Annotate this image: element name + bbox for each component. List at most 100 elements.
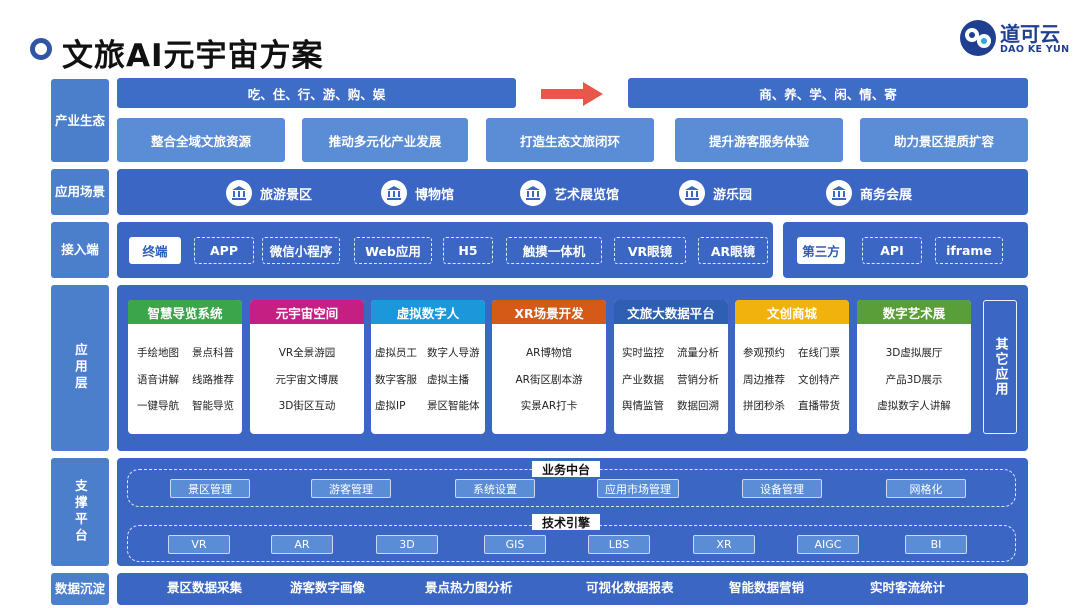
app-item: 文创特产 <box>798 374 840 386</box>
app-item: 数据回溯 <box>677 400 719 412</box>
logo-text-en: DAO KE YUN <box>1000 44 1070 55</box>
data-item: 智能数据营销 <box>729 580 805 595</box>
app-card: 文旅大数据平台 实时监控 流量分析 产业数据 营销分析 舆情监管 数据回溯 <box>614 300 728 434</box>
tech-chip: VR <box>168 535 230 554</box>
scene-item: 商务会展 <box>826 178 912 208</box>
scene-label: 商务会展 <box>860 187 913 203</box>
terminal-vr: VR眼镜 <box>614 237 686 264</box>
tech-chip: BI <box>905 535 967 554</box>
terminal-kiosk: 触摸一体机 <box>506 237 602 264</box>
app-item: 直播带货 <box>798 400 840 412</box>
page-title: 文旅AI元宇宙方案 <box>62 38 324 74</box>
business-chip: 网格化 <box>886 479 966 498</box>
terminal-mini-program: 微信小程序 <box>262 237 340 264</box>
app-item: 营销分析 <box>677 374 719 386</box>
app-item: 数字人导游 <box>427 347 480 359</box>
logo-text-cn: 道可云 <box>1000 22 1060 46</box>
ecology-left-bar: 吃、住、行、游、购、娱 <box>117 78 516 108</box>
museum-building-icon <box>826 180 852 206</box>
business-chip: 游客管理 <box>311 479 391 498</box>
tech-chip: 3D <box>376 535 438 554</box>
row-label-access: 接入端 <box>51 222 109 278</box>
app-item: 景点科普 <box>192 347 234 359</box>
data-item: 实时客流统计 <box>870 580 946 595</box>
row-label-ecology: 产业生态 <box>51 79 109 162</box>
business-chip: 系统设置 <box>455 479 535 498</box>
app-card-title: 文创商城 <box>735 300 849 324</box>
app-item: 3D街区互动 <box>278 400 336 412</box>
tech-chip: AR <box>271 535 333 554</box>
app-item: 虚拟员工 <box>375 347 417 359</box>
app-card-title: 虚拟数字人 <box>371 300 485 324</box>
scene-item: 游乐园 <box>679 178 752 208</box>
access-terminal-panel <box>117 222 773 278</box>
ecology-card: 打造生态文旅闭环 <box>486 118 654 162</box>
app-item: 舆情监管 <box>622 400 664 412</box>
app-item: 虚拟数字人讲解 <box>877 400 951 412</box>
museum-building-icon <box>381 180 407 206</box>
museum-building-icon <box>520 180 546 206</box>
app-item: 在线门票 <box>798 347 840 359</box>
app-card-title: 元宇宙空间 <box>250 300 364 324</box>
app-item: AR博物馆 <box>526 347 572 359</box>
data-panel <box>117 573 1028 605</box>
scene-label: 艺术展览馆 <box>554 187 620 203</box>
business-middle-title: 业务中台 <box>532 461 600 477</box>
third-party-iframe: iframe <box>935 237 1003 264</box>
app-item: 元宇宙文博展 <box>275 374 339 386</box>
app-item: 参观预约 <box>743 347 785 359</box>
logo-icon <box>960 20 996 56</box>
museum-building-icon <box>679 180 705 206</box>
app-item: 流量分析 <box>677 347 719 359</box>
app-card-title: 数字艺术展 <box>857 300 971 324</box>
scene-item: 博物馆 <box>381 178 454 208</box>
app-item: 产业数据 <box>622 374 664 386</box>
app-item: 线路推荐 <box>192 374 234 386</box>
terminal-ar: AR眼镜 <box>698 237 768 264</box>
tech-chip: LBS <box>588 535 650 554</box>
app-item: 数字客服 <box>375 374 417 386</box>
app-item: 手绘地图 <box>137 347 179 359</box>
scene-item: 艺术展览馆 <box>520 178 619 208</box>
row-label-support: 支撑平台 <box>51 458 109 566</box>
app-item: 虚拟IP <box>375 400 406 412</box>
app-item: VR全景游园 <box>278 347 336 359</box>
scene-label: 旅游景区 <box>260 187 313 203</box>
app-item: 实时监控 <box>622 347 664 359</box>
app-card: 文创商城 参观预约 在线门票 周边推荐 文创特产 拼团秒杀 直播带货 <box>735 300 849 434</box>
data-item: 景点热力图分析 <box>425 580 513 595</box>
third-party-tag: 第三方 <box>797 237 845 264</box>
app-card-title: 智慧导览系统 <box>128 300 242 324</box>
scene-item: 旅游景区 <box>226 178 312 208</box>
app-card: 数字艺术展 3D虚拟展厅 产品3D展示 虚拟数字人讲解 <box>857 300 971 434</box>
app-item: 周边推荐 <box>743 374 785 386</box>
tech-chip: AIGC <box>797 535 859 554</box>
app-item: 虚拟主播 <box>427 374 469 386</box>
terminal-web: Web应用 <box>354 237 432 264</box>
ecology-card: 提升游客服务体验 <box>675 118 843 162</box>
third-party-api: API <box>862 237 922 264</box>
app-item: AR街区剧本游 <box>515 374 583 386</box>
app-card-title: XR场景开发 <box>492 300 606 324</box>
arrow-right-icon <box>541 82 603 106</box>
terminal-app: APP <box>194 237 254 264</box>
app-item: 拼团秒杀 <box>743 400 785 412</box>
app-item: 一键导航 <box>137 400 179 412</box>
app-card: 元宇宙空间 VR全景游园 元宇宙文博展 3D街区互动 <box>250 300 364 434</box>
tech-chip: GIS <box>484 535 546 554</box>
business-chip: 设备管理 <box>742 479 822 498</box>
app-item: 景区智能体 <box>427 400 480 412</box>
tech-engine-title: 技术引擎 <box>532 514 600 530</box>
row-label-scenes: 应用场景 <box>51 169 109 215</box>
tech-engine-area <box>127 525 1016 562</box>
data-item: 可视化数据报表 <box>586 580 674 595</box>
ecology-card: 整合全域文旅资源 <box>117 118 285 162</box>
tech-chip: XR <box>693 535 755 554</box>
title-bullet-icon <box>30 38 52 60</box>
other-apps-box: 其它应用 <box>983 300 1017 434</box>
data-item: 游客数字画像 <box>290 580 366 595</box>
terminal-tag: 终端 <box>129 237 181 264</box>
brand-logo: 道可云 DAO KE YUN <box>958 18 1072 60</box>
app-card-title: 文旅大数据平台 <box>614 300 728 324</box>
row-label-apps: 应用层 <box>51 285 109 451</box>
